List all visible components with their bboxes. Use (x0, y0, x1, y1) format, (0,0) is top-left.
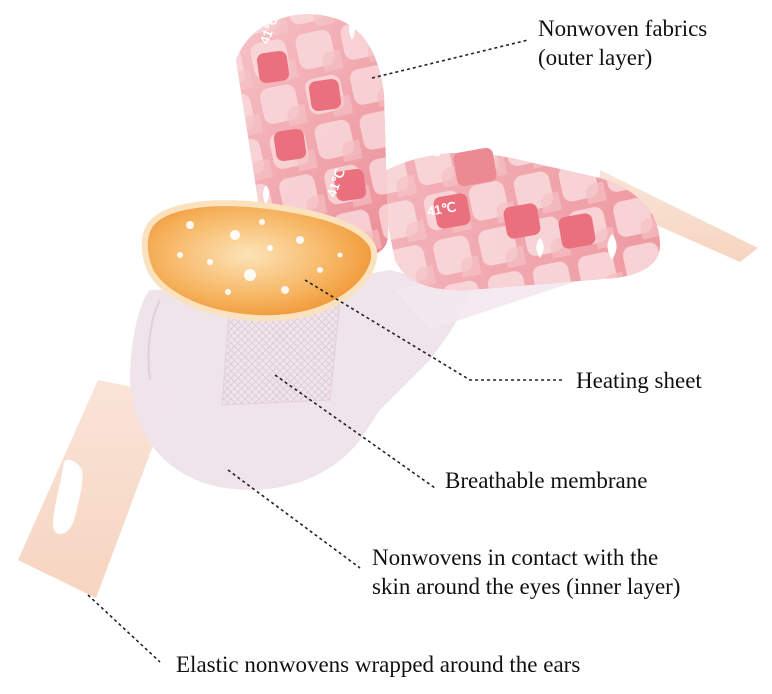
temp-mark-3: 41℃ (411, 144, 441, 161)
leader-ear-straps (88, 595, 160, 662)
leader-inner-layer (228, 470, 360, 568)
outer-fabric-wing (378, 147, 660, 290)
leader-outer-layer (372, 40, 528, 78)
label-inner-layer-line2: skin around the eyes (inner layer) (372, 572, 680, 601)
label-heating-sheet: Heating sheet (576, 366, 702, 395)
label-inner-layer: Nonwovens in contact with the skin aroun… (372, 543, 680, 601)
label-breathable-membrane: Breathable membrane (445, 466, 647, 495)
heating-sheet-shape (145, 203, 374, 318)
label-inner-layer-line1: Nonwovens in contact with the (372, 543, 680, 572)
label-outer-layer-line2: (outer layer) (538, 43, 707, 72)
label-outer-layer-line1: Nonwoven fabrics (538, 14, 707, 43)
label-outer-layer: Nonwoven fabrics (outer layer) (538, 14, 707, 72)
label-ear-straps: Elastic nonwovens wrapped around the ear… (176, 650, 580, 679)
